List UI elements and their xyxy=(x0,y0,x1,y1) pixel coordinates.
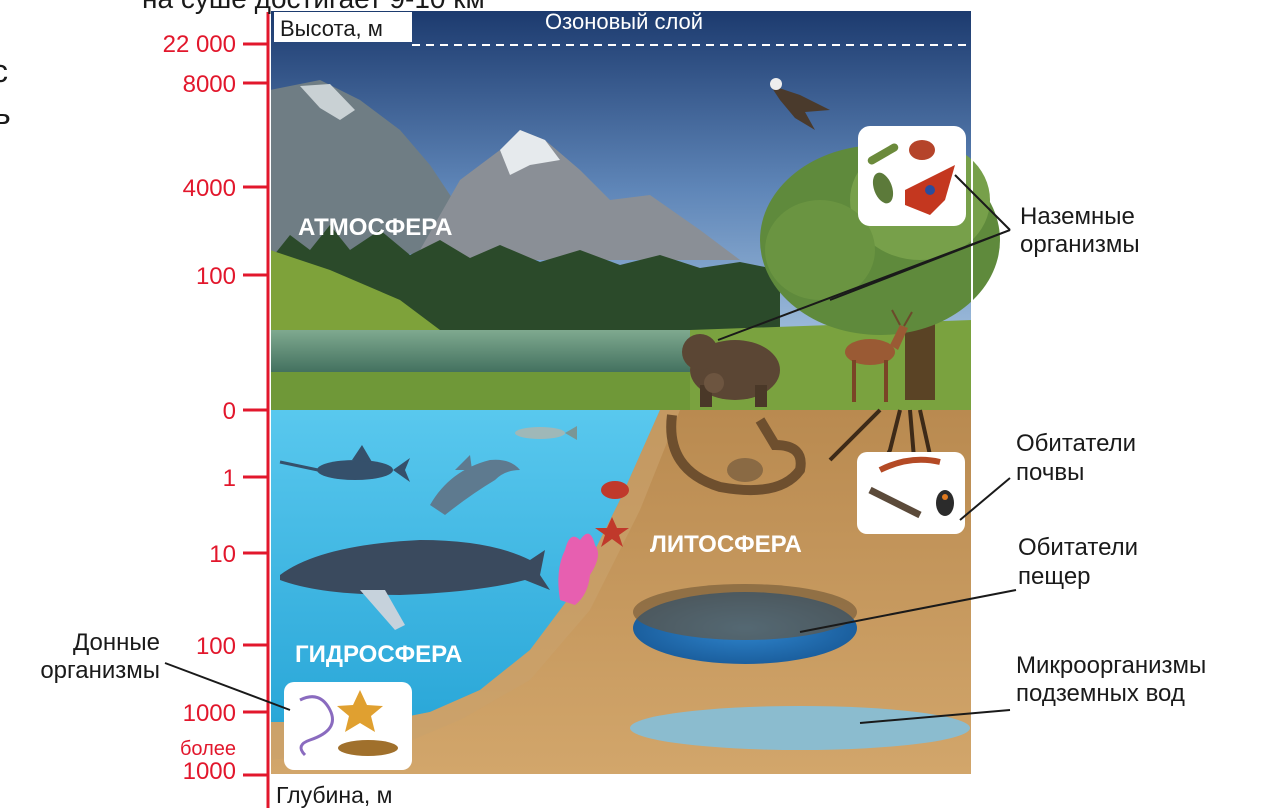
callout-land-organisms: Наземные организмы xyxy=(1020,203,1140,258)
tick-label-more: более xyxy=(180,738,236,760)
hydrosphere-label: ГИДРОСФЕРА xyxy=(295,641,462,668)
tick-label: 8000 xyxy=(183,71,236,98)
callout-bottom-organisms: Донные организмы xyxy=(40,629,160,684)
svg-text:почвы: почвы xyxy=(1016,459,1084,486)
callout-cave-dwellers: Обитатели пещер xyxy=(1018,534,1138,590)
svg-text:Высота, м: Высота, м xyxy=(280,16,383,41)
cave-ceiling xyxy=(633,584,857,640)
callout-groundwater-microbes: Микроорганизмы подземных вод xyxy=(1016,652,1206,707)
svg-text:Обитатели: Обитатели xyxy=(1018,534,1138,561)
svg-text:подземных вод: подземных вод xyxy=(1016,680,1185,707)
lower-scene xyxy=(270,410,972,775)
svg-text:организмы: организмы xyxy=(40,657,160,684)
scale-ticks: 22 000 8000 4000 100 0 1 10 100 1000 бол… xyxy=(163,31,268,785)
callout-soil-dwellers: Обитатели почвы xyxy=(1016,430,1136,486)
atmosphere-label: АТМОСФЕРА xyxy=(298,214,453,241)
svg-text:организмы: организмы xyxy=(1020,231,1140,258)
svg-text:Микроорганизмы: Микроорганизмы xyxy=(1016,652,1206,679)
tick-label: 0 xyxy=(223,398,236,425)
tick-label-more-value: 1000 xyxy=(183,758,236,785)
height-axis-label: Высота, м xyxy=(274,12,412,42)
tick-label: 100 xyxy=(196,263,236,290)
crab-icon xyxy=(601,481,629,499)
tick-label: 1 xyxy=(223,465,236,492)
depth-axis-label: Глубина, м xyxy=(276,782,392,808)
tick-label: 1000 xyxy=(183,700,236,727)
tick-label: 10 xyxy=(209,541,236,568)
top-cut-text: на суше достигает 9-10 км xyxy=(142,0,485,14)
svg-text:пещер: пещер xyxy=(1018,563,1091,590)
lithosphere-label: ЛИТОСФЕРА xyxy=(650,531,802,558)
tick-label: 22 000 xyxy=(163,31,236,58)
atmosphere-scene xyxy=(270,10,1000,410)
bottom-organisms-box xyxy=(284,682,412,770)
groundwater xyxy=(630,706,970,750)
ozone-label: Озоновый слой xyxy=(545,9,703,34)
svg-text:Обитатели: Обитатели xyxy=(1016,430,1136,457)
tick-label: 4000 xyxy=(183,175,236,202)
svg-text:Наземные: Наземные xyxy=(1020,203,1135,230)
land-insects-box xyxy=(858,126,966,226)
tick-label: 100 xyxy=(196,633,236,660)
left-cut-char-2: ь xyxy=(0,95,11,131)
soil-dwellers-box xyxy=(857,452,965,534)
left-cut-char-1: с xyxy=(0,53,8,89)
svg-text:Донные: Донные xyxy=(73,629,160,656)
